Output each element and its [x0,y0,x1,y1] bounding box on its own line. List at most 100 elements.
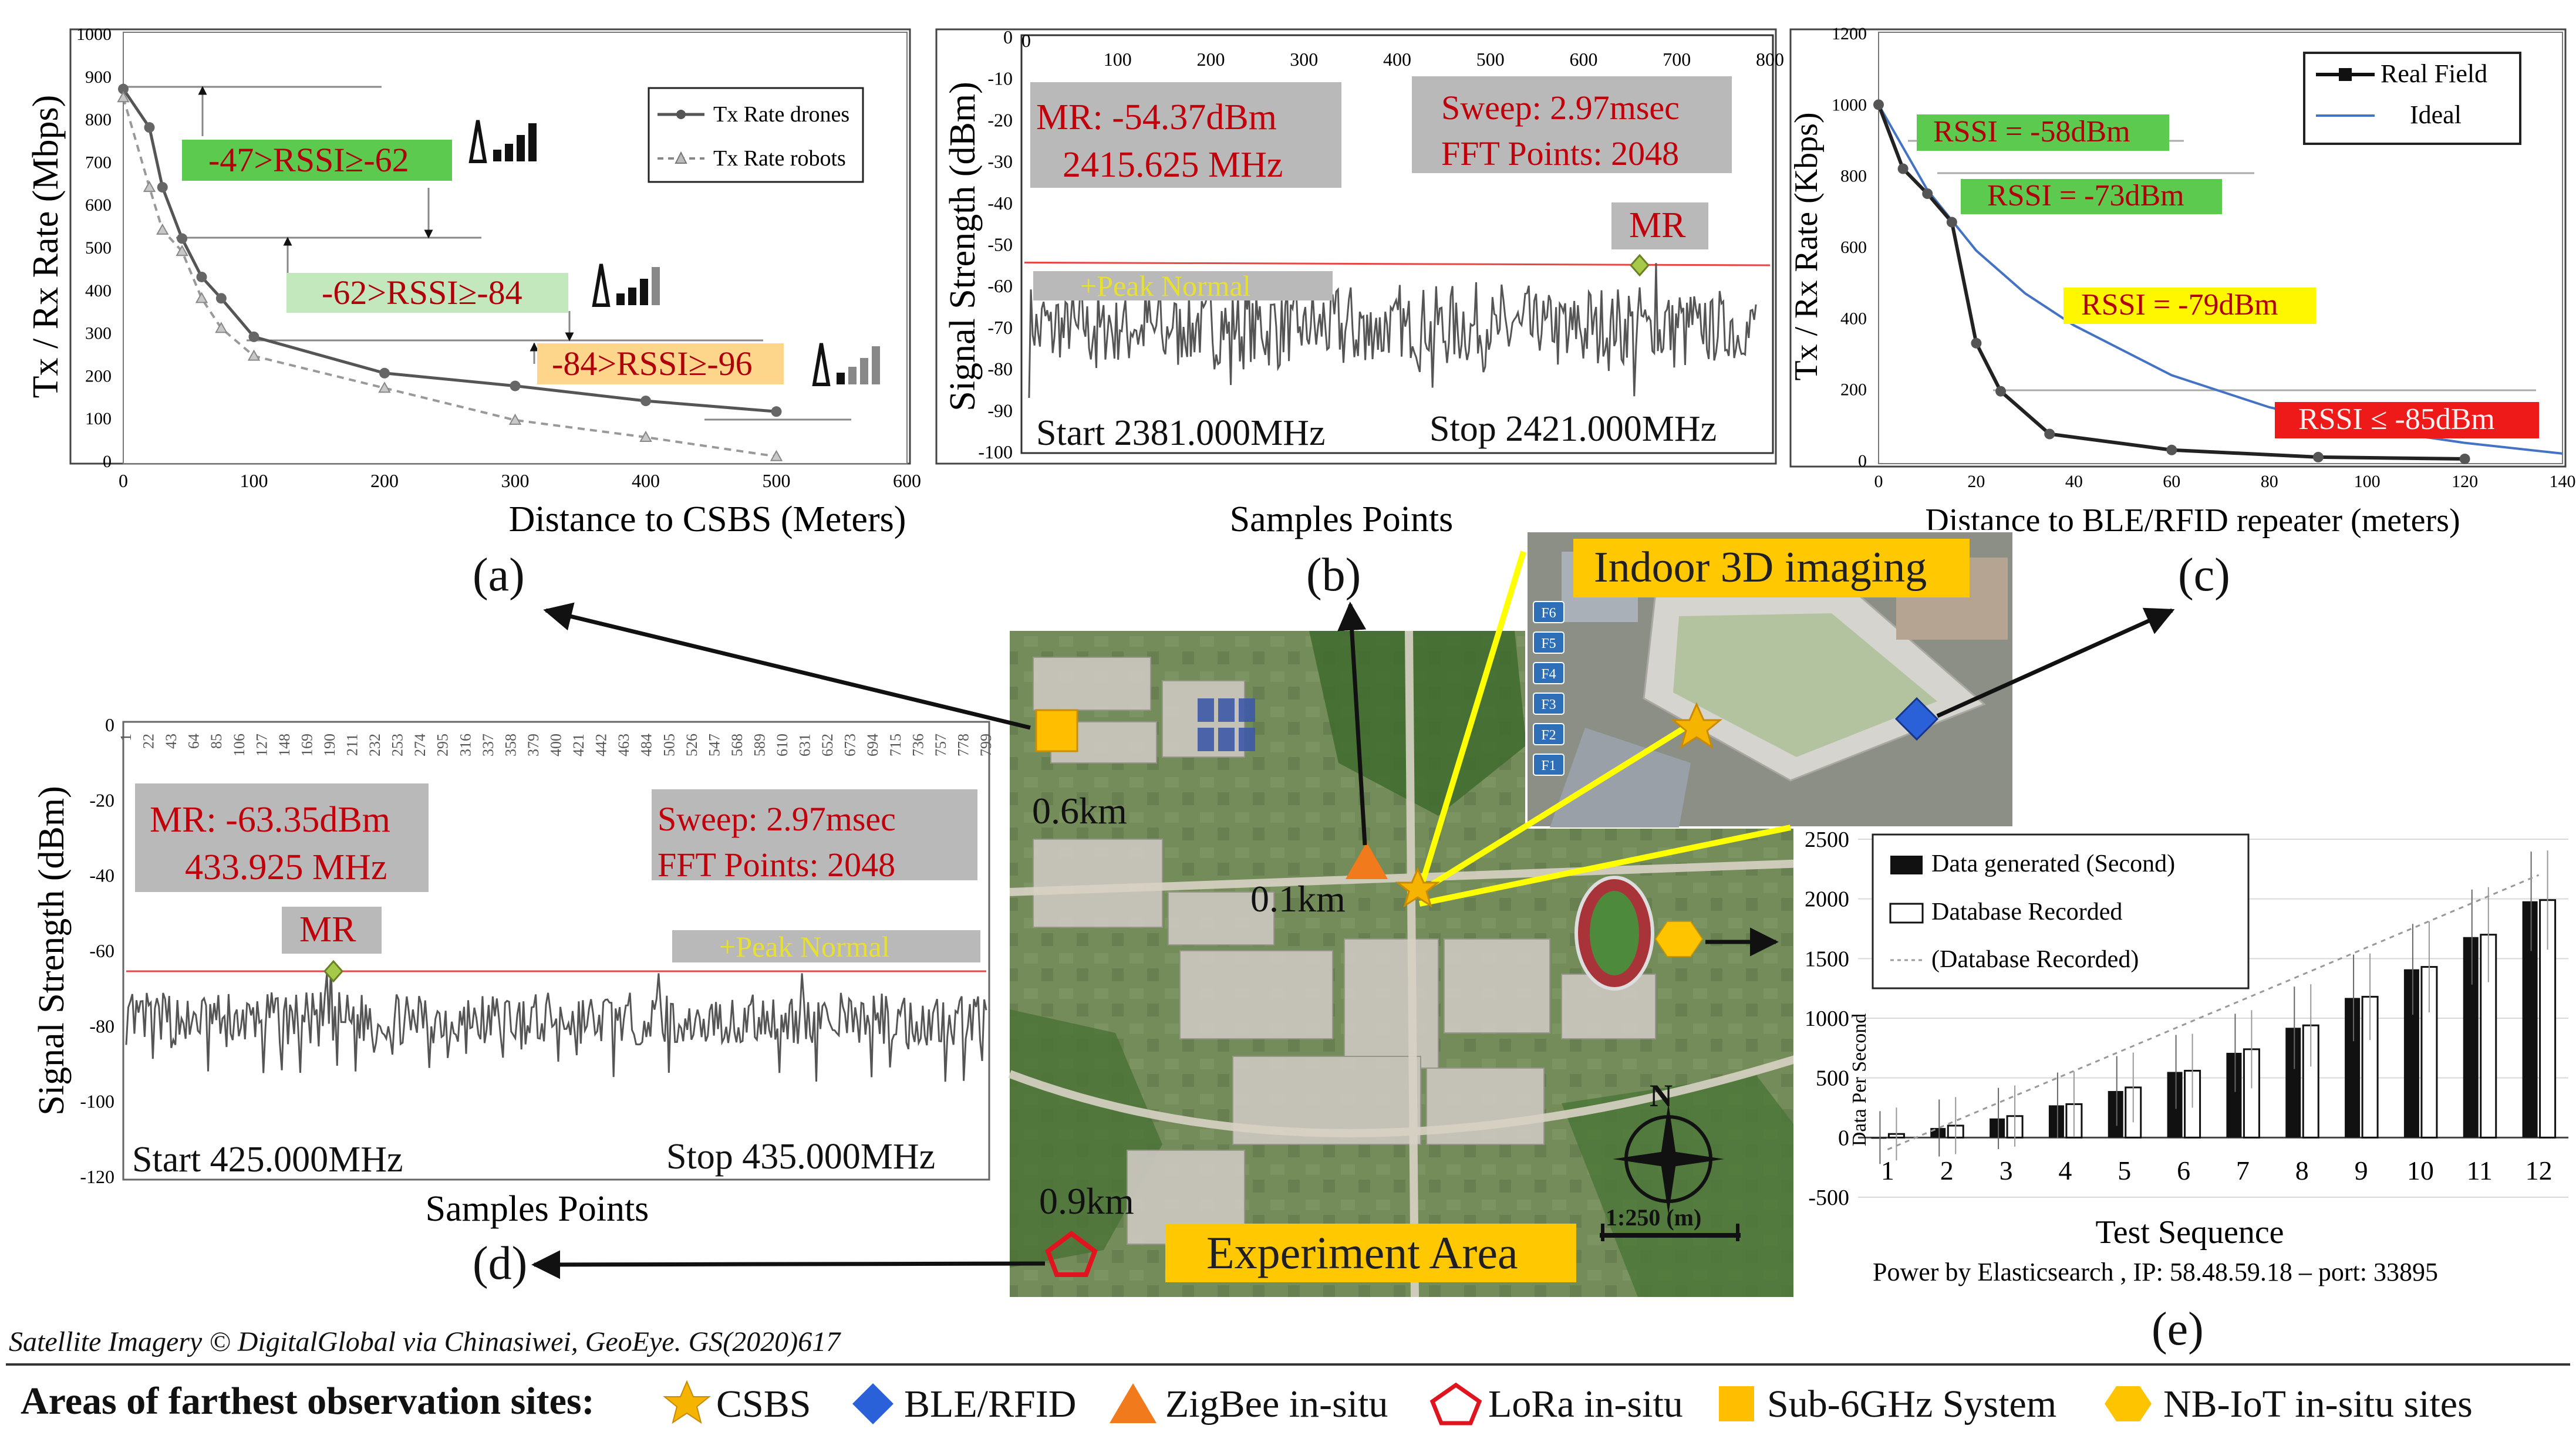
csbs-star-inset-icon [1670,702,1723,749]
chart-b-stop-label: Stop 2421.000MHz [1429,409,1717,449]
nbiot-hexagon-icon [1654,921,1704,957]
chart-d-ytick: -20 [89,789,114,810]
chart-d-xtick: 295 [434,734,451,756]
chart-d-xtick: 1 [117,734,134,741]
chart-a-rssi-band-2: -62>RSSI≥-84 [286,273,568,313]
chart-b-fft: FFT Points: 2048 [1441,134,1680,173]
chart-d-mr-frequency: 433.925 MHz [185,847,387,887]
lora-pentagon-icon [1045,1231,1098,1277]
chart-c-point [1873,99,1884,110]
legend-nbiot-hexagon-icon [2105,1386,2152,1421]
chart-c-xtick: 140 [2550,472,2576,491]
chart-d-ytick: -60 [89,940,114,961]
chart-d-mr-tag: MR [282,907,382,954]
chart-b-mr-frequency: 2415.625 MHz [1063,144,1283,185]
chart-e-bar-generated [1990,1118,2005,1138]
chart-d-xtick: 190 [321,734,338,756]
chart-b-xtick: 300 [1290,49,1318,70]
chart-e-bar-generated [2345,998,2361,1138]
chart-e-xtick: 7 [2236,1156,2250,1185]
chart-e-bar-generated [2403,969,2419,1138]
chart-e-legend: Data generated (Second) Database Recorde… [1872,833,2250,989]
chart-b-mr-marker [1629,254,1650,277]
chart-d-xtick: 379 [525,734,542,756]
chart-d-xtick: 400 [548,734,565,756]
chart-c-ytick: 1000 [1832,95,1867,114]
chart-d-xtick: 64 [186,734,203,749]
chart-d-xtick: 211 [344,734,361,756]
chart-a-ytick: 1000 [76,25,112,44]
chart-d-xtick: 694 [864,734,881,756]
chart-e-ytick: 500 [1816,1066,1849,1091]
chart-e-bar-generated [2167,1072,2183,1138]
legend-lora-label: LoRa in-situ [1488,1383,1683,1426]
chart-b-xtick: 200 [1197,49,1225,70]
chart-d-xtick: 127 [253,734,270,756]
floor-tag [1533,601,1565,623]
chart-b-start-label: Start 2381.000MHz [1036,413,1326,453]
chart-e-bar-generated [2463,937,2479,1138]
chart-c-point [1995,386,2007,397]
legend-zigbee-triangle-icon [1110,1383,1156,1423]
experiment-area-label: Experiment Area [1165,1224,1576,1282]
chart-b-sweep-readout: Sweep: 2.97msec FFT Points: 2048 [1412,76,1732,173]
chart-a-point [117,91,130,103]
chart-e-xtick: 3 [2000,1156,2013,1185]
chart-d-xtick: 526 [683,734,700,756]
chart-d-xtick: 610 [774,734,791,756]
chart-d-xtick: 652 [819,734,836,756]
chart-c-rssi-58: RSSI = -58dBm [1917,114,2169,151]
chart-a-point [144,122,155,133]
imaging-beam [1417,550,1526,893]
chart-b-ytick: -90 [987,400,1013,421]
chart-e-bar-generated [2285,1028,2301,1138]
chart-c-ytick: 600 [1840,238,1867,257]
chart-d-mr-readout: MR: -63.35dBm 433.925 MHz [135,783,429,892]
chart-c-ytick: 0 [1858,451,1867,471]
chart-a-xtick: 300 [501,470,530,491]
chart-d-xtick: 442 [593,734,610,756]
chart-d-xtick: 505 [660,734,677,756]
legend-robots-marker [675,151,687,164]
chart-b-mr-tag: MR [1611,202,1708,249]
chart-a-point [248,331,259,342]
legend-generated-swatch [1890,856,1923,874]
chart-d-xtick: 148 [276,734,293,756]
chart-d-ytick: -100 [80,1091,114,1112]
chart-e-bar-generated [2108,1091,2123,1138]
imagery-credit: Satellite Imagery © DigitalGlobal via Ch… [9,1326,841,1357]
chart-d-xtick: 463 [615,734,632,756]
chart-a-xtick: 500 [763,470,791,491]
chart-c-point [1922,188,1933,199]
chart-a-xtick: 100 [240,470,268,491]
chart-d-xtick: 568 [729,734,746,756]
distance-09km: 0.9km [1039,1180,1134,1222]
chart-e-bar-generated [1930,1128,1946,1138]
chart-a-point [771,406,782,417]
chart-b-ytick: -60 [987,275,1013,296]
signal-medium-icon [592,264,660,307]
chart-d-xtick: 232 [366,734,383,756]
chart-e-xtick: 1 [1881,1156,1894,1185]
chart-b-spectrum-trace [1028,263,1757,398]
chart-a-point [215,293,227,304]
chart-d-xtick: 631 [797,734,814,756]
chart-a-point [770,450,783,461]
chart-a-ytick: 400 [85,281,112,300]
chart-b-peak-label: +Peak Normal [1033,271,1333,300]
chart-e-ytick: 0 [1838,1126,1849,1150]
legend-drones-label: Tx Rate drones [713,102,849,127]
chart-c-xtick: 0 [1874,472,1883,491]
chart-b-xtick: 800 [1756,49,1784,70]
chart-e-ytick: 1000 [1805,1006,1849,1031]
chart-c-point [1897,163,1909,174]
chart-d-ylabel: Signal Strength (dBm) [32,786,72,1115]
legend-nbiot-label: NB-IoT in-situ sites [2163,1383,2473,1426]
chart-a-xtick: 200 [370,470,399,491]
chart-d-stop-label: Stop 435.000MHz [666,1137,936,1177]
chart-b-ytick: -40 [987,192,1013,214]
chart-e-xtick: 4 [2058,1156,2072,1185]
floor-tag [1533,754,1565,776]
